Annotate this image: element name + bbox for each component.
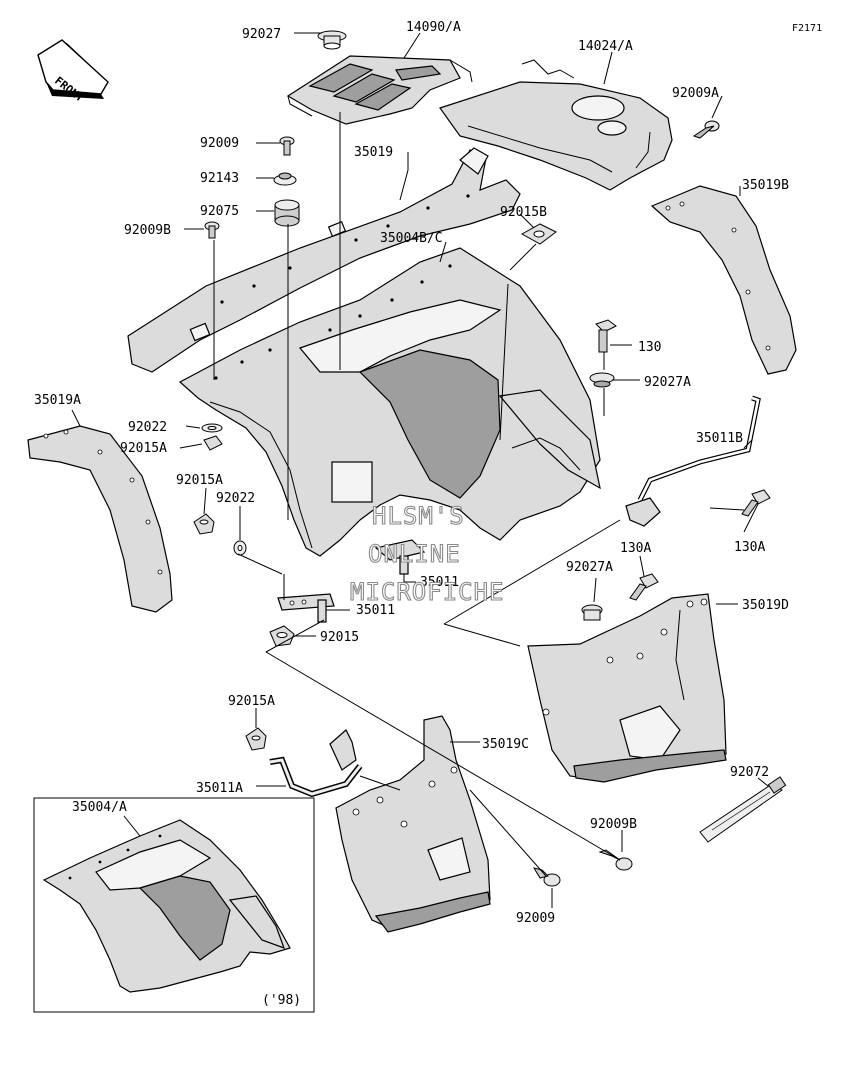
label-92009A: 92009A bbox=[672, 86, 719, 101]
grommet-92027Ab-icon bbox=[581, 604, 603, 621]
washer-92022b-icon bbox=[233, 540, 247, 556]
nut-92015Aa-icon bbox=[203, 435, 223, 451]
flap-35019A bbox=[27, 425, 173, 613]
label-92072: 92072 bbox=[730, 765, 769, 780]
label-35019B: 35019B bbox=[742, 178, 789, 193]
screw-92009A-icon bbox=[692, 120, 720, 139]
label-92015B: 92015B bbox=[500, 205, 547, 220]
label-92009-bottom: 92009 bbox=[516, 911, 555, 926]
bolt-130Aa-icon bbox=[629, 573, 659, 601]
label-92027A-top: 92027A bbox=[644, 375, 691, 390]
rear-fender-35004BC bbox=[178, 247, 601, 557]
label-92009B-left: 92009B bbox=[124, 223, 171, 238]
label-130: 130 bbox=[638, 340, 661, 355]
label-92022-top: 92022 bbox=[128, 420, 167, 435]
flap-35019C bbox=[335, 715, 491, 933]
label-92015: 92015 bbox=[320, 630, 359, 645]
label-92015A-bottom: 92015A bbox=[228, 694, 275, 709]
screw-92009Bb-icon bbox=[598, 849, 633, 871]
label-92027: 92027 bbox=[242, 27, 281, 42]
label-92075: 92075 bbox=[200, 204, 239, 219]
watermark-line-2: ONLINE bbox=[368, 540, 461, 568]
label-14090A: 14090/A bbox=[406, 20, 461, 35]
label-92022-mid: 92022 bbox=[216, 491, 255, 506]
bracket-35011A bbox=[269, 729, 363, 798]
figure-code: F2171 bbox=[792, 23, 822, 34]
bolt-130Ab-icon bbox=[741, 489, 771, 517]
flap-35019D bbox=[527, 593, 727, 783]
label-92015A-mid: 92015A bbox=[176, 473, 223, 488]
grille-plate-14090 bbox=[286, 55, 473, 125]
label-35019A: 35019A bbox=[34, 393, 81, 408]
label-92009-top: 92009 bbox=[200, 136, 239, 151]
label-130A-right: 130A bbox=[734, 540, 765, 555]
collar-92143-icon bbox=[273, 172, 297, 186]
bracket-35011-upper bbox=[374, 539, 426, 575]
label-35011A: 35011A bbox=[196, 781, 243, 796]
rod-35011B bbox=[625, 395, 761, 527]
nut-92015-icon bbox=[269, 625, 295, 647]
cover-14024 bbox=[439, 59, 673, 191]
nut-92015B-icon bbox=[520, 223, 557, 245]
grommet-92027 bbox=[317, 30, 347, 50]
watermark-line-3: MICROFICHE bbox=[350, 578, 505, 606]
label-92143: 92143 bbox=[200, 171, 239, 186]
label-35004BC: 35004B/C bbox=[380, 231, 443, 246]
label-92015A-top: 92015A bbox=[120, 441, 167, 456]
cable-tie-92072 bbox=[699, 776, 787, 843]
nut-92015Ac-icon bbox=[245, 727, 267, 751]
inset-frame bbox=[33, 797, 315, 1013]
watermark-line-1: HLSM'S bbox=[372, 502, 465, 530]
label-92009B-bottom: 92009B bbox=[590, 817, 637, 832]
label-92027A-mid: 92027A bbox=[566, 560, 613, 575]
screw-92009B-icon bbox=[204, 221, 220, 239]
inset-note: ('98) bbox=[262, 993, 301, 1008]
watermark: HLSM'S ONLINE MICROFICHE bbox=[349, 501, 505, 606]
flap-35019 bbox=[127, 147, 521, 373]
label-35011-upper: 35011 bbox=[420, 575, 459, 590]
label-130A-left: 130A bbox=[620, 541, 651, 556]
damper-92075-icon bbox=[274, 199, 300, 227]
bracket-35011-lower bbox=[277, 593, 335, 623]
label-35004A: 35004/A bbox=[72, 800, 127, 815]
rear-fender-35004A bbox=[42, 819, 291, 993]
leader-lines bbox=[71, 32, 769, 908]
screw-92009b-icon bbox=[532, 867, 561, 887]
bolt-130-icon bbox=[595, 319, 617, 353]
label-35011-lower: 35011 bbox=[356, 603, 395, 618]
label-35019C: 35019C bbox=[482, 737, 529, 752]
front-arrow-icon: FRONT bbox=[37, 39, 112, 105]
screw-92009-icon bbox=[279, 136, 295, 156]
label-35019: 35019 bbox=[354, 145, 393, 160]
flap-35019B bbox=[650, 185, 797, 375]
nut-92015Ab-icon bbox=[193, 513, 215, 535]
washer-92022a-icon bbox=[201, 423, 223, 433]
grommet-92027A-icon bbox=[589, 372, 615, 388]
label-14024A: 14024/A bbox=[578, 39, 633, 54]
label-35011B: 35011B bbox=[696, 431, 743, 446]
label-35019D: 35019D bbox=[742, 598, 789, 613]
part-labels: 92027 14090/A 14024/A 92009A 92009 35019… bbox=[34, 20, 789, 1008]
